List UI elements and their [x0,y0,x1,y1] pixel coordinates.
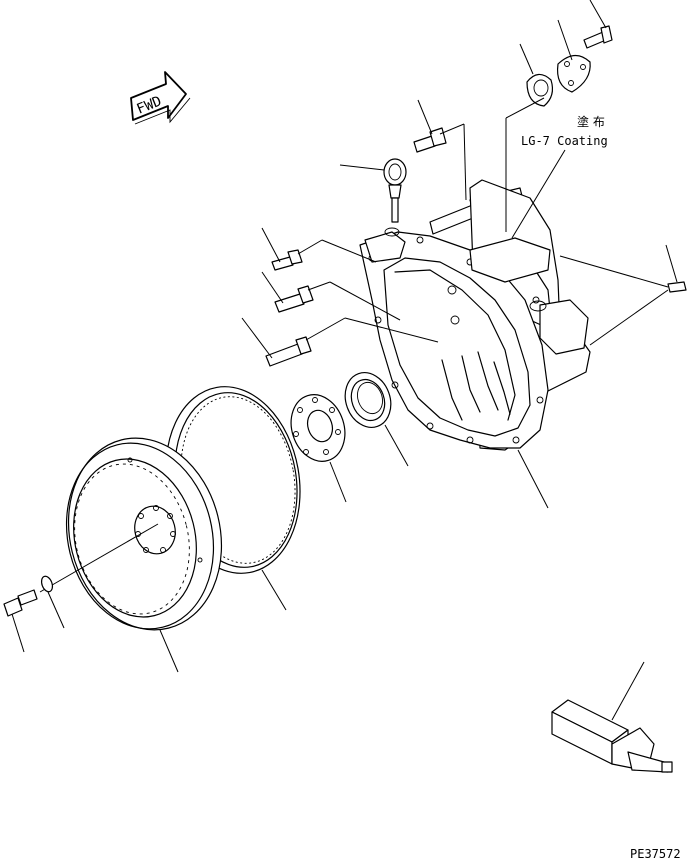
washer [40,575,65,629]
housing-bolt-1 [261,227,377,271]
housing-bolt-upper [413,99,467,201]
cover-plate [556,19,591,93]
flywheel-housing [359,118,591,509]
flywheel-bolt [3,523,159,653]
installation-tool [551,661,673,773]
cover-bolt [583,0,613,49]
fwd-arrow-icon: FWD [130,71,191,125]
drawing-code: PE37572 [630,847,681,861]
coating-label: LG-7 Coating [521,134,608,148]
housing-bolt-2 [261,271,401,321]
gasket [505,43,554,119]
bearing [290,394,347,503]
eye-bolt [339,158,407,223]
dowel-pin [559,244,687,346]
housing-bolt-3 [241,317,439,367]
flywheel [65,437,223,673]
oil-seal [344,372,409,467]
coating-label-japanese: 塗 布 [577,114,605,129]
